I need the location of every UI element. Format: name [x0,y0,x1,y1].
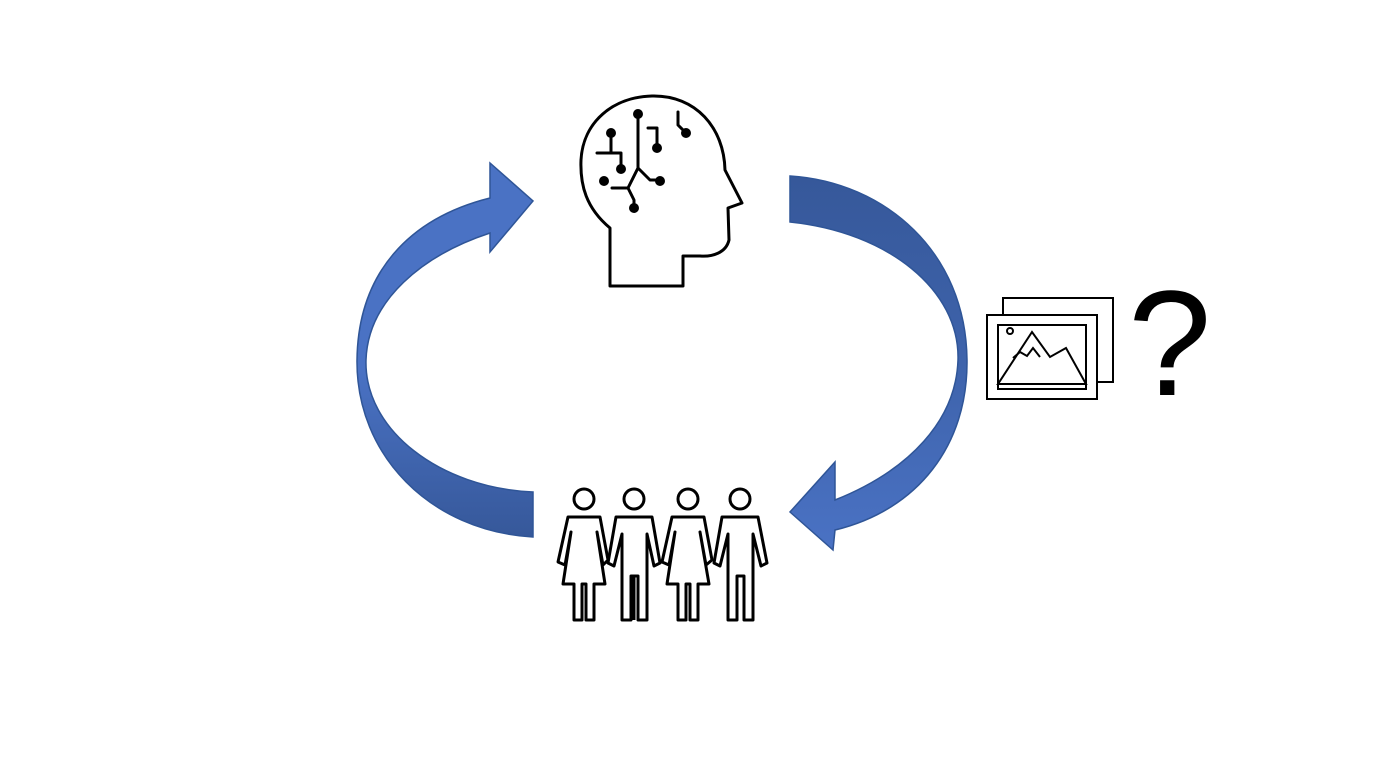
question-mark-label: ? [1128,259,1212,427]
circuit-nodes [599,109,691,213]
ai-brain-head-icon [579,94,744,288]
person-man-1 [606,487,662,622]
arrow-ai-to-people [788,175,968,552]
arrow-people-to-ai [356,161,535,538]
person-woman-1 [556,487,610,622]
people-group-icon [556,487,769,622]
person-woman-2 [660,487,714,622]
person-man-2 [712,487,769,622]
image-stack-icon [986,297,1114,400]
